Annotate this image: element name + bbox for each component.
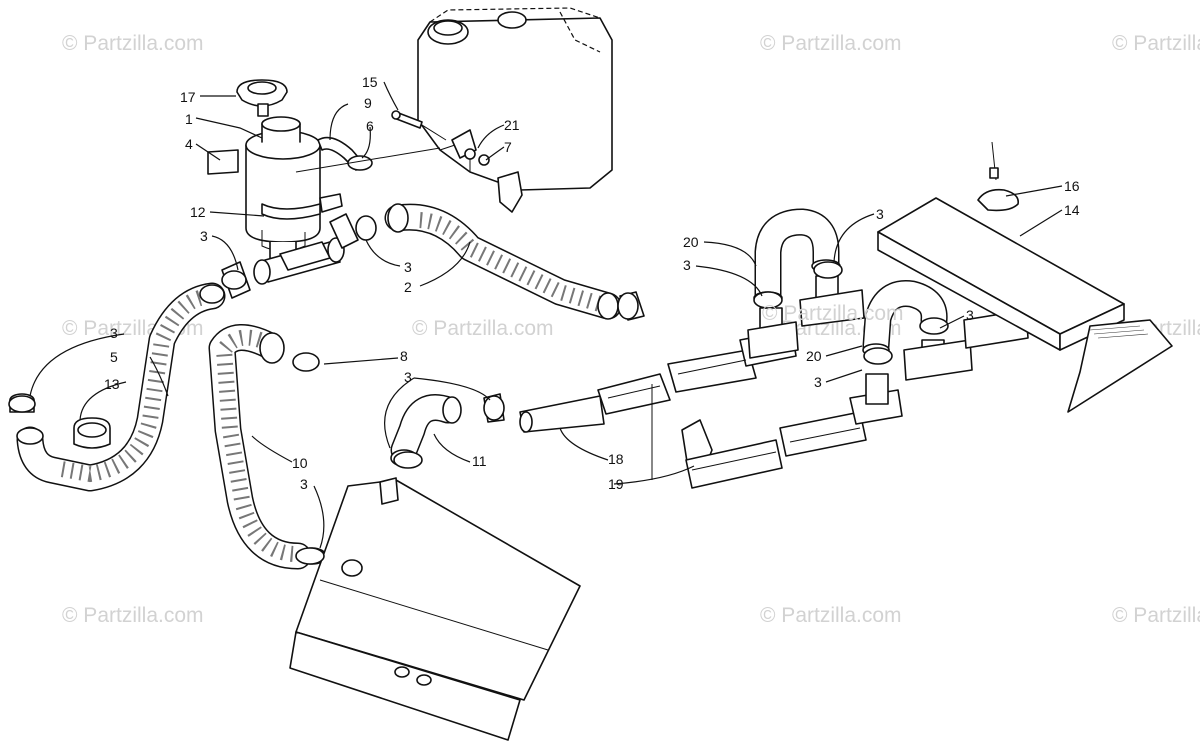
callout-20: 20 — [683, 234, 699, 250]
callout-13: 13 — [104, 376, 120, 392]
callout-15: 15 — [362, 74, 378, 90]
heat-exchangers — [519, 329, 903, 489]
callout-19: 19 — [608, 476, 624, 492]
callout-6: 6 — [366, 118, 374, 134]
watermark: © Partzilla.com — [760, 604, 902, 627]
callout-20: 20 — [806, 348, 822, 364]
hose-2 — [384, 203, 645, 321]
callout-3: 3 — [110, 325, 118, 341]
callout-12: 12 — [190, 204, 206, 220]
watermark: © Partzilla.com — [760, 32, 902, 55]
callout-7: 7 — [504, 139, 512, 155]
watermark: © Partzilla.com — [1112, 604, 1200, 627]
callout-3: 3 — [404, 259, 412, 275]
callout-11: 11 — [472, 453, 487, 469]
callout-4: 4 — [185, 136, 193, 152]
callout-21: 21 — [504, 117, 520, 133]
vent-hose — [295, 136, 441, 173]
callout-5: 5 — [110, 349, 118, 365]
watermark: © Partzilla.com — [412, 317, 554, 340]
callout-2: 2 — [404, 279, 412, 295]
watermark: © Partzilla.com — [62, 604, 204, 627]
callout-9: 9 — [364, 95, 372, 111]
callout-18: 18 — [608, 451, 624, 467]
clamp-13 — [73, 417, 111, 449]
callout-3: 3 — [876, 206, 884, 222]
callout-1: 1 — [185, 111, 193, 127]
coolant-tank — [417, 7, 613, 213]
rear-plate — [877, 141, 1173, 413]
callout-14: 14 — [1064, 202, 1080, 218]
callout-3: 3 — [814, 374, 822, 390]
watermark: © Partzilla.com — [762, 302, 904, 325]
callout-8: 8 — [400, 348, 408, 364]
callout-labels: 17 1 4 12 3 15 9 6 21 7 3 2 3 5 13 8 10 … — [104, 74, 1080, 492]
callout-3: 3 — [683, 257, 691, 273]
callout-3: 3 — [200, 228, 208, 244]
clamps — [8, 215, 949, 565]
callout-17: 17 — [180, 89, 196, 105]
leader-lines — [29, 81, 1063, 549]
callout-10: 10 — [292, 455, 308, 471]
watermark: © Partzilla.com — [1112, 32, 1200, 55]
watermark: © Partzilla.com — [62, 32, 204, 55]
hose-10 — [208, 324, 327, 570]
callout-3: 3 — [404, 369, 412, 385]
callout-3: 3 — [300, 476, 308, 492]
callout-3: 3 — [966, 307, 974, 323]
heat-shield-plate — [289, 477, 581, 741]
overflow-bottle — [207, 79, 343, 262]
tank-hardware — [391, 110, 490, 166]
callout-16: 16 — [1064, 178, 1080, 194]
